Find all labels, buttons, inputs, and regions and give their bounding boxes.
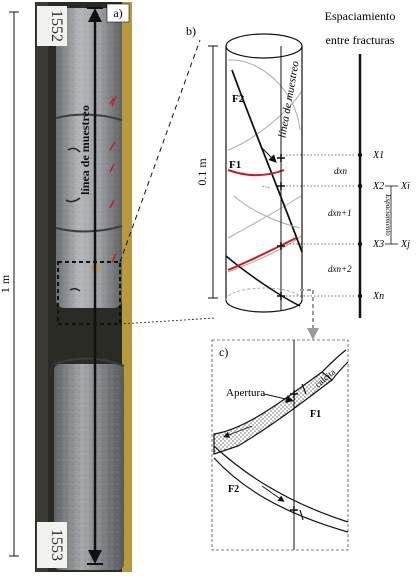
fracture-f1-trace xyxy=(227,169,285,177)
intersection-x3 xyxy=(277,242,285,250)
fracture-back-trace xyxy=(227,59,301,131)
aperture-label: Apertura xyxy=(226,387,265,399)
label-dxn: dxn xyxy=(334,166,347,176)
label-xi: Xi xyxy=(400,181,410,192)
core-box-rail xyxy=(122,2,132,572)
depth-tag-top xyxy=(37,6,67,46)
intersection-markers xyxy=(277,154,285,300)
core-box-side xyxy=(36,2,48,572)
depth-tag-top-text: 1552 xyxy=(48,10,65,42)
connector-bottom xyxy=(119,317,216,325)
fracture-f2-wall xyxy=(213,457,349,533)
intersection-c-f1 xyxy=(290,390,298,398)
fracture-red-trace xyxy=(227,237,297,271)
intersection-xn xyxy=(277,292,285,300)
connector-top xyxy=(119,39,201,263)
sampling-line-label-b: línea de muestreo xyxy=(276,60,301,139)
core-break xyxy=(55,225,123,233)
spacing-title-line1: Espaciamiento xyxy=(325,9,396,23)
fracture-f1-aperture xyxy=(213,371,333,455)
point-x1 xyxy=(357,152,363,158)
spacing-diagram: Espaciamiento entre fracturas X1 X2 X3 X… xyxy=(286,9,410,318)
depth-tag-bottom-text: 1553 xyxy=(48,529,65,561)
depth-tag-bottom xyxy=(37,522,67,568)
panel-c: c) Apertura calcita F1 F2 xyxy=(211,339,349,551)
intersection-c-f2 xyxy=(290,506,298,514)
label-dxn1: dxn+1 xyxy=(328,208,352,218)
panel-b-label: b) xyxy=(186,24,196,38)
point-xn xyxy=(357,293,363,299)
slip-arrow xyxy=(261,485,285,502)
slip-arrow xyxy=(223,425,253,438)
label-x3: X3 xyxy=(372,239,384,250)
intersection-x1 xyxy=(277,154,285,162)
label-f1-b: F1 xyxy=(229,159,241,171)
panel-c-label: c) xyxy=(219,345,228,359)
fracture-f2-wall xyxy=(213,445,349,523)
label-f2-b: F2 xyxy=(232,93,245,105)
label-xn: Xn xyxy=(372,291,384,302)
red-mark xyxy=(111,253,117,263)
label-f2-c: F2 xyxy=(228,484,239,495)
sampling-line-label-a: línea de muestreo xyxy=(78,105,92,195)
red-mark xyxy=(109,141,116,151)
core-break xyxy=(55,113,123,121)
zoom-arrow-head-icon xyxy=(307,328,319,340)
fracture-f2-trace xyxy=(231,69,303,253)
panel-a: 1 m 1552 1553 xyxy=(0,2,132,572)
cylinder-top xyxy=(225,33,303,59)
point-x2 xyxy=(357,183,363,189)
label-dxn2: dxn+2 xyxy=(328,264,352,274)
panel-b: b) 0.1 m línea de muestreo xyxy=(186,24,319,340)
panel-a-label-box xyxy=(106,3,130,23)
detail-selection-box xyxy=(57,261,121,325)
bracket-label: Espaciamiento xyxy=(384,193,392,236)
label-xj: Xj xyxy=(400,239,410,250)
scale-label-1m: 1 m xyxy=(0,274,12,293)
spacing-title-line2: entre fracturas xyxy=(326,33,395,47)
point-x3 xyxy=(357,241,363,247)
label-x1: X1 xyxy=(372,150,384,161)
red-mark xyxy=(109,163,115,173)
label-x2: X2 xyxy=(372,181,384,192)
scale-label-01m: 0.1 m xyxy=(195,158,209,186)
arrow-up-icon xyxy=(88,8,102,22)
red-mark xyxy=(109,95,117,107)
arrow-down-icon xyxy=(88,550,102,564)
red-mark xyxy=(109,199,115,209)
aperture-arrow xyxy=(263,393,294,403)
panel-a-label: a) xyxy=(113,6,122,20)
label-f1-c: F1 xyxy=(310,409,321,420)
intersection-x2 xyxy=(277,182,285,190)
